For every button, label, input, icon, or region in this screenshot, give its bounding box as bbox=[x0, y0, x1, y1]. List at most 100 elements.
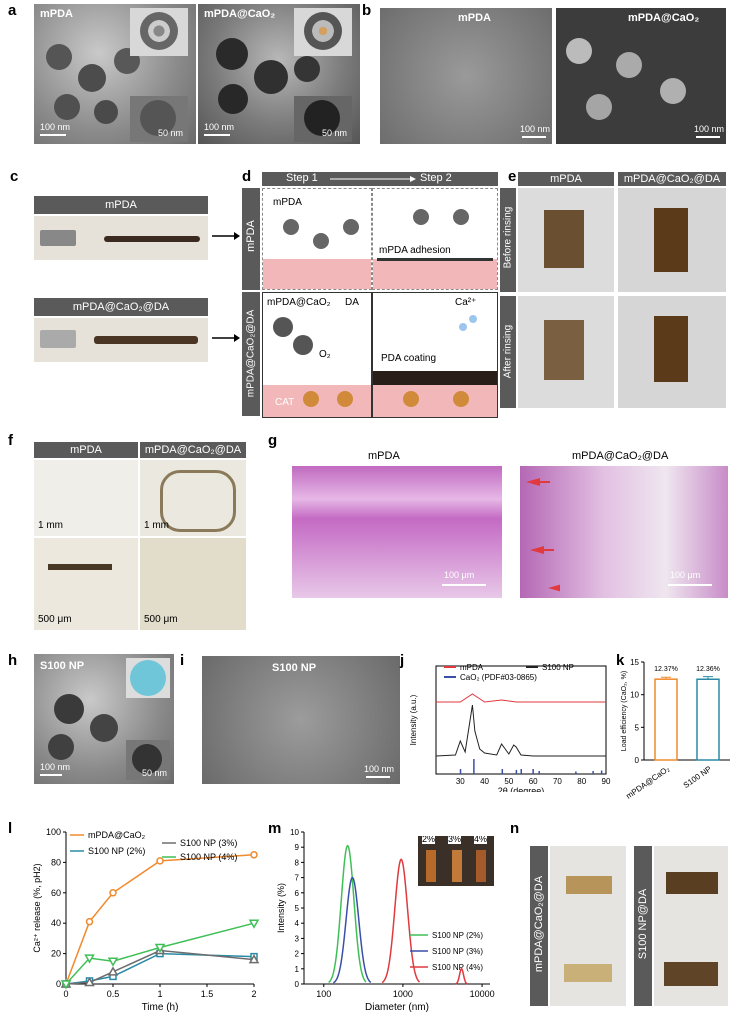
x-tick-label: 1.5 bbox=[201, 989, 214, 999]
c-bottom-header: mPDA@CaO₂@DA bbox=[34, 298, 208, 316]
panel-label-m: m bbox=[268, 820, 282, 837]
panel-label-i: i bbox=[180, 652, 185, 669]
data-point bbox=[85, 917, 94, 926]
g-histology-mpda: 100 μm bbox=[292, 466, 502, 598]
e-before-mpda bbox=[518, 188, 614, 292]
series-line-s100 bbox=[435, 704, 606, 757]
d-box-4: Ca²⁺ PDA coating bbox=[372, 292, 498, 418]
plot-frame bbox=[435, 665, 607, 775]
data-point bbox=[109, 889, 117, 897]
legend-entry: S100 NP (4%) bbox=[432, 963, 483, 972]
inset-schematic-mpda bbox=[130, 8, 188, 56]
y-tick-label: 8 bbox=[295, 858, 300, 867]
y-tick-label: 4 bbox=[295, 919, 300, 928]
y-tick-label: 100 bbox=[46, 827, 61, 837]
panel-label-e: e bbox=[508, 168, 517, 185]
sem-image-mpda-cao2: mPDA@CaO₂ 100 nm bbox=[556, 8, 726, 144]
data-point bbox=[60, 980, 72, 990]
legend-entry: S100 NP bbox=[542, 663, 574, 672]
data-label: 12.36% bbox=[696, 666, 720, 673]
d-row2-label: mPDA@CaO₂@DA bbox=[245, 309, 257, 398]
y-tick-label: 0 bbox=[56, 979, 61, 989]
y-tick-label: 60 bbox=[51, 888, 61, 898]
tem-image-s100: S100 NP 50 nm 100 nm bbox=[34, 654, 174, 784]
y-tick-label: 6 bbox=[295, 889, 300, 898]
e-before-da bbox=[618, 188, 726, 292]
d-box-3: mPDA@CaO₂ DA O₂ CAT bbox=[262, 292, 372, 418]
y-tick-label: 5 bbox=[295, 904, 300, 913]
data-point bbox=[250, 851, 258, 859]
x-tick-label: 60 bbox=[529, 777, 538, 786]
panel-label-b: b bbox=[362, 2, 372, 19]
y-tick-label: 7 bbox=[295, 874, 300, 883]
sem-image-mpda: mPDA 100 nm bbox=[380, 8, 552, 144]
data-point bbox=[84, 954, 95, 964]
data-point bbox=[107, 966, 119, 976]
x-tick-label: mPDA@CaO₂ bbox=[624, 764, 671, 801]
y-tick-label: 5 bbox=[635, 723, 640, 732]
legend-entry: S100 NP (3%) bbox=[432, 947, 483, 956]
series-line bbox=[328, 844, 367, 984]
series-line bbox=[65, 854, 255, 985]
legend-entry: S100 NP (2%) bbox=[88, 846, 145, 856]
f-da-top: 1 mm bbox=[140, 460, 246, 536]
data-label: 12.37% bbox=[654, 666, 678, 673]
y-tick-label: 10 bbox=[630, 691, 639, 700]
d-box-2: mPDA adhesion bbox=[372, 188, 498, 290]
y-tick-label: 20 bbox=[51, 949, 61, 959]
d-box-1: mPDA bbox=[262, 188, 372, 290]
legend-entry: S100 NP (3%) bbox=[180, 838, 237, 848]
data-point bbox=[107, 957, 119, 967]
c-top-header: mPDA bbox=[34, 196, 208, 214]
x-tick-label: 90 bbox=[602, 777, 611, 786]
x-tick-label: 2 bbox=[251, 989, 256, 999]
x-tick-label: 0.5 bbox=[107, 989, 120, 999]
data-point bbox=[248, 919, 260, 929]
y-tick-label: 0 bbox=[295, 980, 300, 989]
f-da-bottom: 500 μm bbox=[140, 538, 246, 630]
legend-entry: mPDA@CaO₂ bbox=[88, 830, 146, 840]
data-point bbox=[154, 943, 166, 954]
series-line bbox=[381, 858, 421, 984]
y-tick-label: 3 bbox=[295, 934, 300, 943]
c-top-photo bbox=[34, 216, 208, 260]
x-tick-label: 1 bbox=[157, 989, 162, 999]
x-tick-label: S100 NP bbox=[682, 764, 713, 790]
y-axis-label: Ca²⁺ release (%, pH2) bbox=[32, 863, 42, 952]
tem-image-mpda: mPDA 50 nm 100 nm bbox=[34, 4, 196, 144]
c-arrows bbox=[212, 232, 240, 342]
d-step-arrow bbox=[330, 176, 416, 182]
y-tick-label: 0 bbox=[635, 756, 640, 765]
panel-label-n: n bbox=[510, 820, 520, 837]
x-tick-label: 1000 bbox=[393, 989, 413, 999]
inset-zoom-mpda-cao2: 50 nm bbox=[294, 96, 352, 142]
x-tick-label: 10000 bbox=[470, 989, 495, 999]
sem-image-s100: S100 NP 100 nm bbox=[202, 656, 400, 784]
panel-label-d: d bbox=[242, 168, 252, 185]
series-line-mpda bbox=[436, 693, 606, 703]
panel-label-l: l bbox=[8, 820, 13, 837]
x-axis-label: Time (h) bbox=[142, 1002, 179, 1013]
scale-bar-label: 100 nm bbox=[204, 122, 235, 132]
tem-label: mPDA@CaO₂ bbox=[204, 8, 276, 20]
g-histology-da: 100 μm bbox=[520, 466, 728, 598]
y-tick-label: 1 bbox=[295, 965, 300, 974]
x-axis-label: Diameter (nm) bbox=[365, 1002, 429, 1013]
d-row2-side bbox=[242, 292, 260, 416]
f-mpda-top: 1 mm bbox=[34, 460, 138, 536]
legend-entry: mPDA bbox=[460, 663, 484, 672]
bar bbox=[696, 678, 720, 761]
tem-image-mpda-cao2: mPDA@CaO₂ 50 nm 100 nm bbox=[198, 4, 360, 144]
panel-label-a: a bbox=[8, 2, 17, 19]
scale-bar-label: 100 nm bbox=[40, 122, 71, 132]
x-tick-label: 0 bbox=[63, 989, 68, 999]
d-step1: Step 1 bbox=[286, 172, 318, 184]
series-line bbox=[455, 967, 468, 985]
inset-schematic-mpda-cao2 bbox=[294, 8, 352, 56]
inset-schematic-s100 bbox=[126, 658, 170, 698]
data-point bbox=[248, 954, 260, 964]
y-tick-label: 40 bbox=[51, 918, 61, 928]
inset-zoom-s100: 50 nm bbox=[126, 740, 170, 780]
c-bottom-photo bbox=[34, 318, 208, 362]
